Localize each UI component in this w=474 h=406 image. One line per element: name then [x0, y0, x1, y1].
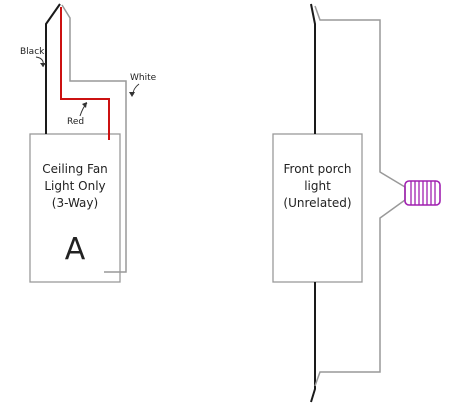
right-black-wire-bottom [310, 282, 316, 403]
porch-light-title-line3: (Unrelated) [283, 196, 352, 210]
porch-light-title-line1: Front porch [283, 162, 352, 176]
ceiling-fan-title-line2: Light Only [44, 179, 106, 193]
porch-light-box [272, 133, 363, 283]
light-bulb-icon [404, 180, 441, 206]
box-letter: A [64, 232, 86, 267]
red-wire [60, 7, 110, 140]
red-label-arrowhead [82, 102, 87, 108]
black-wire-label: Black [20, 47, 45, 57]
ceiling-fan-box [29, 133, 121, 283]
right-black-wire-top [310, 3, 316, 134]
black-wire [45, 3, 61, 134]
ceiling-fan-title-line1: Ceiling Fan [42, 162, 108, 176]
white-label-arrowhead [129, 92, 135, 97]
ceiling-fan-title-line3: (3-Way) [51, 196, 99, 210]
red-wire-label: Red [67, 117, 85, 127]
black-label-arrowhead [40, 63, 46, 67]
white-wire [61, 4, 127, 273]
white-wire-label: White [130, 73, 157, 83]
porch-light-title-line2: light [304, 179, 331, 193]
